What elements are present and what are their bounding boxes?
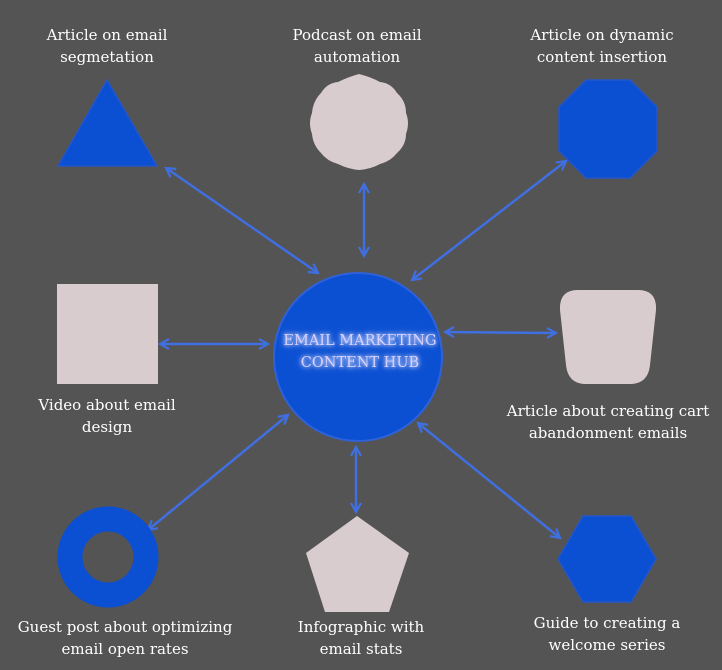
arrow-guest [148, 415, 288, 530]
arrow-dynamic [412, 161, 566, 280]
scalloped-circle-shape [310, 74, 408, 170]
hub-circle [273, 272, 443, 442]
arrow-segmentation [166, 168, 318, 273]
label-segmentation: Article on email segmetation [46, 26, 168, 66]
hexagon-shape [557, 515, 657, 603]
octagon-shape [558, 79, 658, 179]
hub-title-line1: EMAIL MARKETING [283, 333, 437, 349]
arrow-welcome [418, 423, 560, 538]
label-podcast: Podcast on email automation [292, 26, 422, 66]
square-shape [57, 284, 158, 384]
rounded-trapezoid-shape [559, 290, 657, 384]
label-welcome: Guide to creating a welcome series [533, 614, 681, 654]
ring-shape [57, 506, 159, 608]
hub-title-line2: CONTENT HUB [300, 355, 420, 371]
pentagon-shape [306, 516, 409, 612]
label-dynamic: Article on dynamic content insertion [530, 26, 674, 66]
hub-title: EMAIL MARKETING CONTENT HUB [262, 330, 458, 374]
label-cart: Article about creating cart abandonment … [506, 402, 710, 442]
arrow-cart [445, 332, 556, 333]
label-video: Video about email design [38, 396, 176, 436]
label-guest: Guest post about optimizing email open r… [17, 618, 233, 658]
triangle-shape [56, 78, 159, 167]
label-infographic: Infographic with email stats [297, 618, 425, 658]
